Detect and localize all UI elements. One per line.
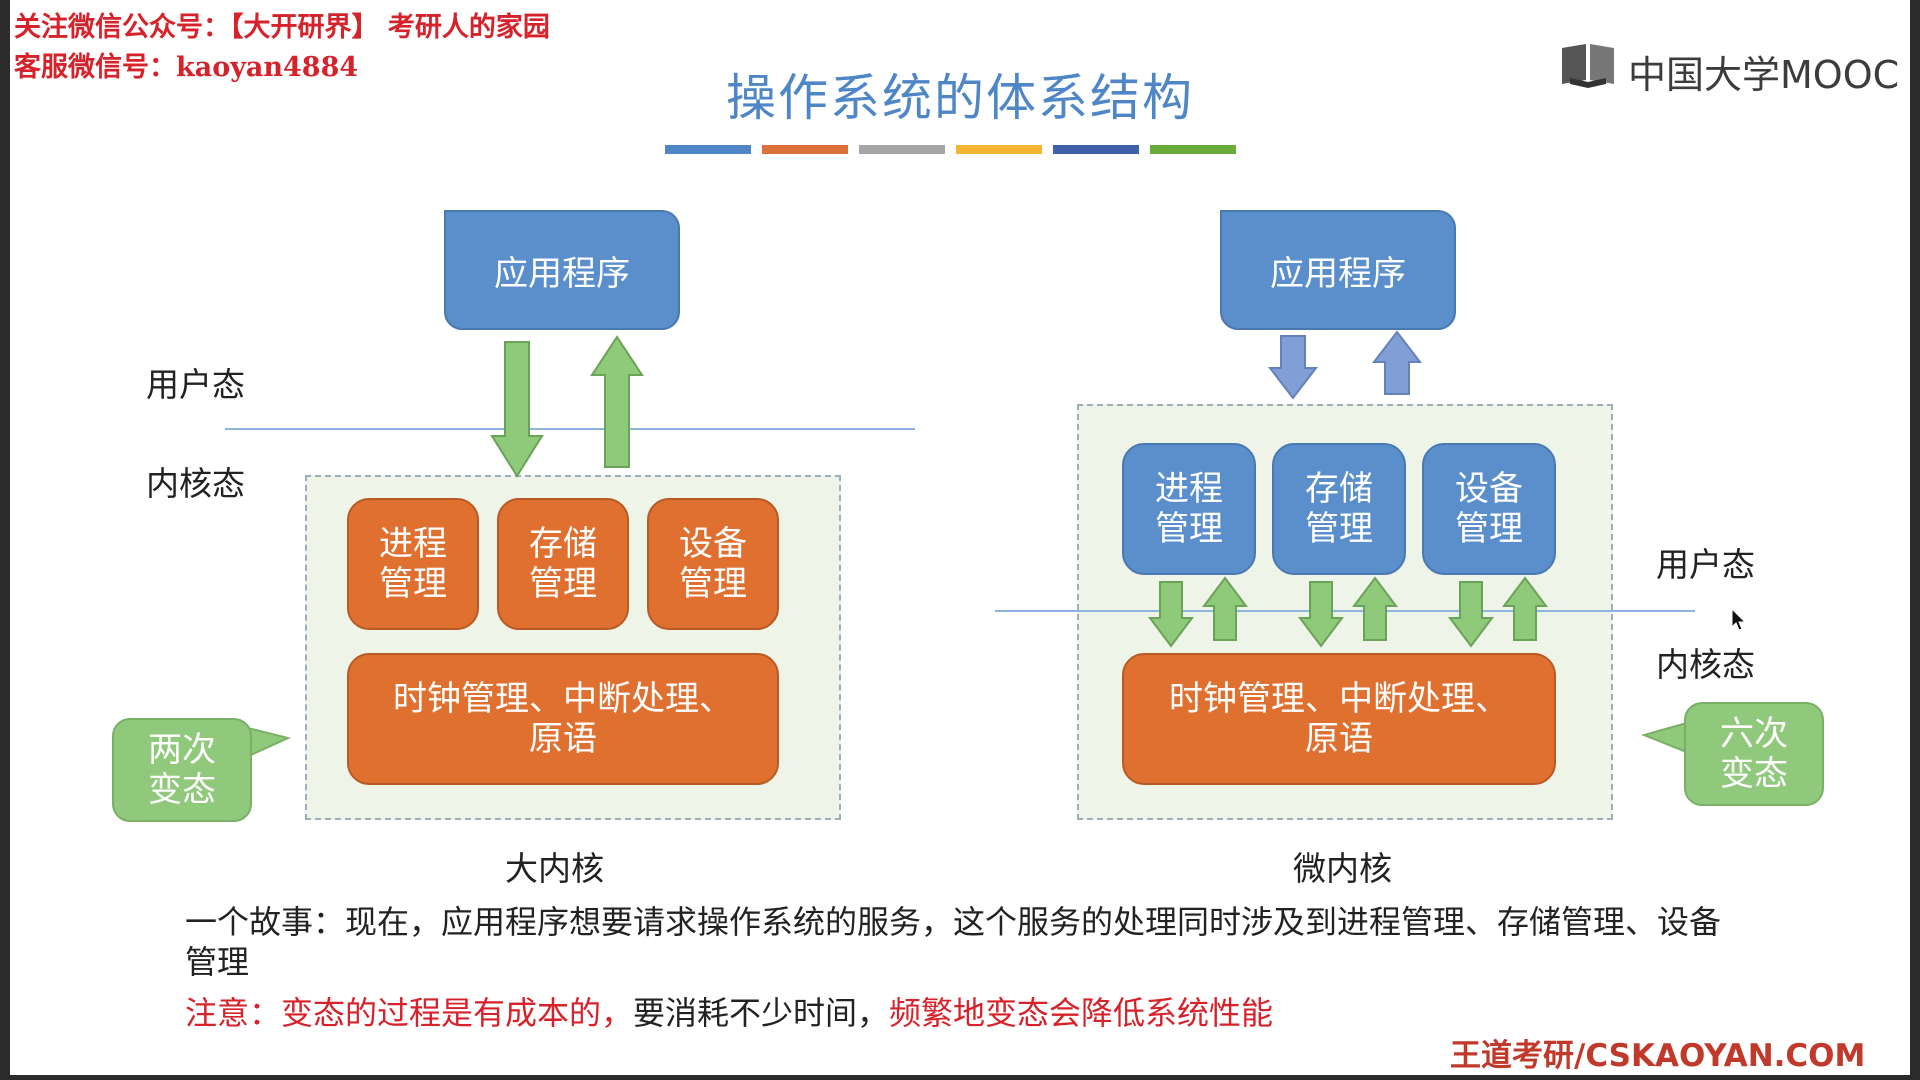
slide-title: 操作系统的体系结构 bbox=[726, 69, 1194, 127]
left-module-process: 进程管理 bbox=[347, 498, 479, 630]
left-module-storage: 存储管理 bbox=[497, 498, 629, 630]
bubble-text: 两次 bbox=[148, 730, 216, 770]
module-text: 管理 bbox=[679, 564, 747, 604]
core-text: 时钟管理、中断处理、 bbox=[1169, 679, 1509, 719]
note-suffix: 频繁地变态会降低系统性能 bbox=[889, 994, 1274, 1032]
left-down-arrow bbox=[490, 341, 544, 478]
left-app-label: 应用程序 bbox=[494, 253, 630, 294]
watermark: 关注微信公众号：【大开研界】 考研人的家园 客服微信号：kaoyan4884 bbox=[14, 8, 614, 88]
left-caption: 大内核 bbox=[505, 849, 604, 888]
bubble-text: 变态 bbox=[148, 770, 216, 810]
right-user-mode-label: 用户态 bbox=[1656, 545, 1755, 584]
right-kernel-mode-label: 内核态 bbox=[1656, 645, 1755, 684]
bubble-text: 变态 bbox=[1720, 754, 1788, 794]
right-module-device: 设备管理 bbox=[1422, 443, 1556, 575]
logo-text: 中国大学MOOC bbox=[1628, 53, 1900, 97]
right-caption: 微内核 bbox=[1293, 849, 1392, 888]
right-module-storage: 存储管理 bbox=[1272, 443, 1406, 575]
right-app-label: 应用程序 bbox=[1270, 253, 1406, 294]
story-text: 一个故事：现在，应用程序想要请求操作系统的服务，这个服务的处理同时涉及到进程管理… bbox=[185, 903, 1722, 981]
module-text: 管理 bbox=[1455, 509, 1523, 549]
title-bar-segment bbox=[1150, 145, 1236, 154]
module-text: 存储 bbox=[529, 524, 597, 564]
left-transition-bubble: 两次变态 bbox=[112, 718, 252, 822]
module-text: 管理 bbox=[529, 564, 597, 604]
left-module-device: 设备管理 bbox=[647, 498, 779, 630]
mouse-cursor-icon bbox=[1731, 607, 1747, 631]
module-text: 进程 bbox=[1155, 469, 1223, 509]
slide: 关注微信公众号：【大开研界】 考研人的家园 客服微信号：kaoyan4884 操… bbox=[10, 0, 1910, 1075]
right-transition-bubble: 六次变态 bbox=[1684, 702, 1824, 806]
module-text: 管理 bbox=[1305, 509, 1373, 549]
title-bar-segment bbox=[859, 145, 945, 154]
module-text: 进程 bbox=[379, 524, 447, 564]
right-inner-down-arrow bbox=[1448, 581, 1494, 648]
left-up-arrow bbox=[590, 335, 644, 468]
footer-brand: 王道考研/CSKAOYAN.COM bbox=[1450, 1038, 1866, 1074]
left-kernel-mode-label: 内核态 bbox=[146, 464, 245, 503]
core-text: 原语 bbox=[1305, 719, 1373, 759]
mooc-logo: 中国大学MOOC bbox=[1560, 42, 1899, 97]
module-text: 存储 bbox=[1305, 469, 1373, 509]
core-text: 原语 bbox=[529, 719, 597, 759]
module-text: 设备 bbox=[1455, 469, 1523, 509]
note-middle: 要消耗不少时间， bbox=[633, 994, 890, 1032]
right-inner-up-arrow bbox=[1352, 576, 1398, 641]
right-module-process: 进程管理 bbox=[1122, 443, 1256, 575]
right-app-box: 应用程序 bbox=[1220, 210, 1456, 330]
mooc-book-icon bbox=[1562, 44, 1614, 88]
right-inner-down-arrow bbox=[1148, 581, 1194, 648]
title-bar-segment bbox=[762, 145, 848, 154]
right-inner-up-arrow bbox=[1502, 576, 1548, 641]
left-mode-boundary-line bbox=[225, 428, 915, 430]
module-text: 设备 bbox=[679, 524, 747, 564]
note-text: 注意：变态的过程是有成本的，要消耗不少时间，频繁地变态会降低系统性能 bbox=[185, 988, 1273, 1034]
bubble-text: 六次 bbox=[1720, 714, 1788, 754]
right-up-arrow bbox=[1371, 330, 1423, 395]
right-inner-up-arrow bbox=[1202, 576, 1248, 641]
right-mode-boundary-line bbox=[995, 610, 1695, 612]
right-inner-down-arrow bbox=[1298, 581, 1344, 648]
left-user-mode-label: 用户态 bbox=[146, 365, 245, 404]
right-core-box: 时钟管理、中断处理、原语 bbox=[1122, 653, 1556, 785]
title-bar-segment bbox=[665, 145, 751, 154]
title-bar-segment bbox=[1053, 145, 1139, 154]
left-core-box: 时钟管理、中断处理、原语 bbox=[347, 653, 779, 785]
title-bar-segment bbox=[956, 145, 1042, 154]
module-text: 管理 bbox=[1155, 509, 1223, 549]
module-text: 管理 bbox=[379, 564, 447, 604]
note-prefix: 注意：变态的过程是有成本的， bbox=[185, 994, 634, 1032]
watermark-line-2: 客服微信号：kaoyan4884 bbox=[14, 52, 359, 83]
watermark-line-1: 关注微信公众号：【大开研界】 考研人的家园 bbox=[14, 12, 550, 43]
right-down-arrow bbox=[1267, 335, 1319, 400]
left-app-box: 应用程序 bbox=[444, 210, 680, 330]
core-text: 时钟管理、中断处理、 bbox=[393, 679, 733, 719]
